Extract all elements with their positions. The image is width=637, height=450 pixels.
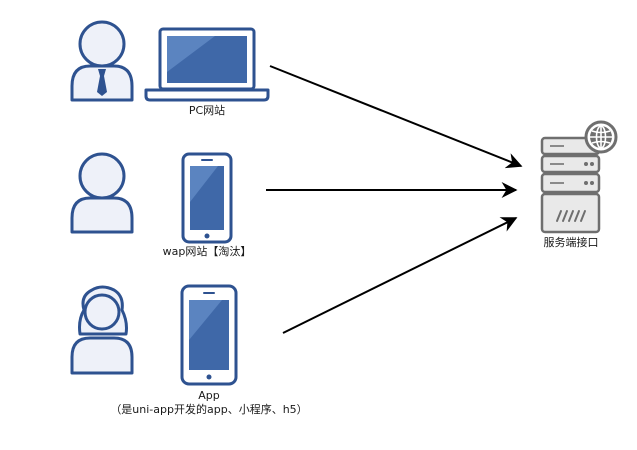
- mobile-phone-icon: [181, 152, 233, 244]
- app-label: App: [198, 389, 220, 402]
- globe-icon: [584, 120, 618, 154]
- server-icon: [540, 136, 601, 234]
- app-phone-icon: [180, 284, 238, 386]
- user-with-tie-icon: [70, 20, 134, 102]
- wap-site-label: wap网站【淘汰】: [162, 245, 252, 258]
- arrow-pc-to-server: [269, 65, 523, 169]
- pc-site-label: PC网站: [188, 104, 226, 117]
- app-sublabel: （是uni-app开发的app、小程序、h5）: [110, 403, 308, 416]
- laptop-icon: [144, 27, 270, 102]
- user-icon: [70, 152, 134, 234]
- female-user-icon: [70, 285, 134, 375]
- server-api-label: 服务端接口: [543, 236, 599, 249]
- arrow-app-to-server: [282, 217, 518, 334]
